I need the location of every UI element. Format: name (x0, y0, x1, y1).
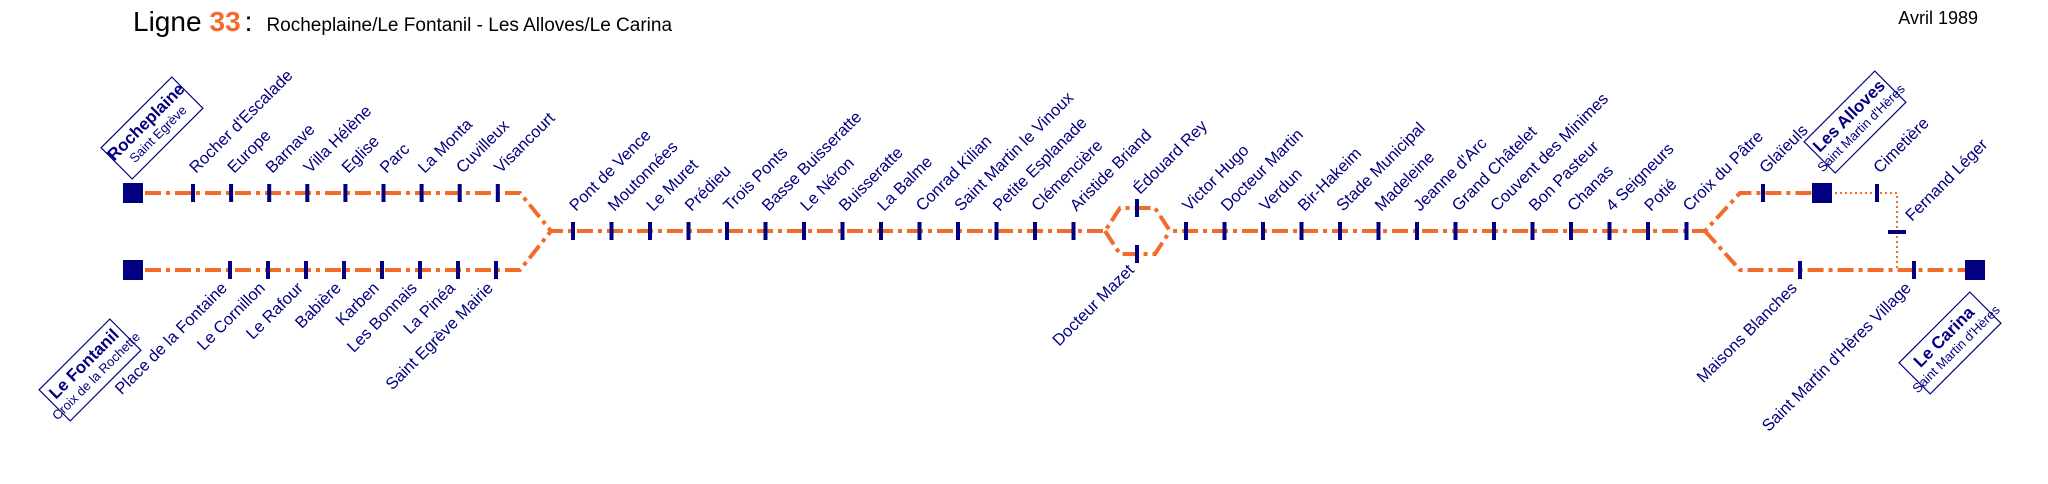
stop-tick (686, 222, 691, 240)
stop-tick (879, 222, 883, 240)
stop-tick (1376, 222, 1381, 240)
stop-tick (1453, 222, 1458, 240)
stop-label: Glaïeuls (1756, 121, 1812, 177)
stop-ticks (191, 184, 1916, 279)
stop-tick (266, 261, 270, 279)
stop-tick (1135, 199, 1139, 217)
stop-tick (1798, 261, 1802, 279)
line-number: 33 (209, 6, 241, 37)
stop-tick (495, 184, 500, 202)
stop-tick (840, 222, 845, 240)
stop-tick (1761, 184, 1765, 202)
terminal-marker (1812, 183, 1832, 203)
stop-tick (381, 184, 386, 202)
stop-label: Fernand Léger (1902, 135, 1992, 225)
stop-tick (1888, 230, 1906, 234)
stop-tick (1071, 222, 1076, 240)
stop-label: Maisons Blanches (1693, 279, 1800, 386)
stop-tick (1684, 222, 1689, 240)
stop-tick (1222, 222, 1227, 240)
stop-tick (1033, 222, 1037, 240)
stop-tick (1299, 222, 1304, 240)
terminal-box (100, 76, 204, 180)
stop-tick (343, 184, 348, 202)
stop-tick (267, 184, 272, 202)
stop-tick (917, 222, 922, 240)
stop-tick (802, 222, 806, 240)
stop-tick (419, 184, 424, 202)
stop-tick (418, 261, 422, 279)
stop-tick (380, 261, 384, 279)
stop-tick (956, 222, 960, 240)
stop-tick (228, 261, 232, 279)
stop-tick (1184, 222, 1188, 240)
stop-tick (571, 222, 575, 240)
stop-tick (648, 222, 652, 240)
stop-tick (1415, 222, 1419, 240)
stop-tick (1530, 222, 1535, 240)
stop-tick (994, 222, 999, 240)
stop-tick (609, 222, 614, 240)
date-label: Avril 1989 (1898, 8, 1978, 28)
stop-tick (457, 184, 462, 202)
stop-tick (456, 261, 460, 279)
stop-tick (1492, 222, 1496, 240)
stop-tick (1338, 222, 1342, 240)
terminal-marker (1965, 260, 1985, 280)
route-line (1703, 229, 1965, 272)
stop-tick (1261, 222, 1265, 240)
connector-line (1830, 192, 1898, 270)
terminal-box (1803, 70, 1907, 174)
stop-tick (304, 261, 308, 279)
ligne-label: Ligne (133, 6, 202, 37)
stop-tick (1569, 222, 1573, 240)
stop-tick (763, 222, 768, 240)
stop-tick (1135, 245, 1139, 263)
title-colon: : (244, 6, 253, 37)
stop-tick (1875, 184, 1879, 202)
stop-tick (725, 222, 729, 240)
terminal-marker (123, 183, 143, 203)
terminal-box (38, 318, 142, 422)
stop-tick (1607, 222, 1612, 240)
stop-tick (342, 261, 346, 279)
stop-tick (191, 184, 195, 202)
stop-label: Croix du Pâtre (1680, 128, 1767, 215)
stop-tick (494, 261, 498, 279)
stop-label: Docteur Mazet (1049, 261, 1138, 350)
terminal-box (1898, 291, 2002, 395)
route-line (145, 229, 553, 272)
terminal-marker (123, 260, 143, 280)
stop-tick (305, 184, 310, 202)
stop-tick (229, 184, 234, 202)
stop-tick (1646, 222, 1650, 240)
route-name: Rocheplaine/Le Fontanil - Les Alloves/Le… (266, 15, 673, 36)
stop-tick (1912, 261, 1916, 279)
